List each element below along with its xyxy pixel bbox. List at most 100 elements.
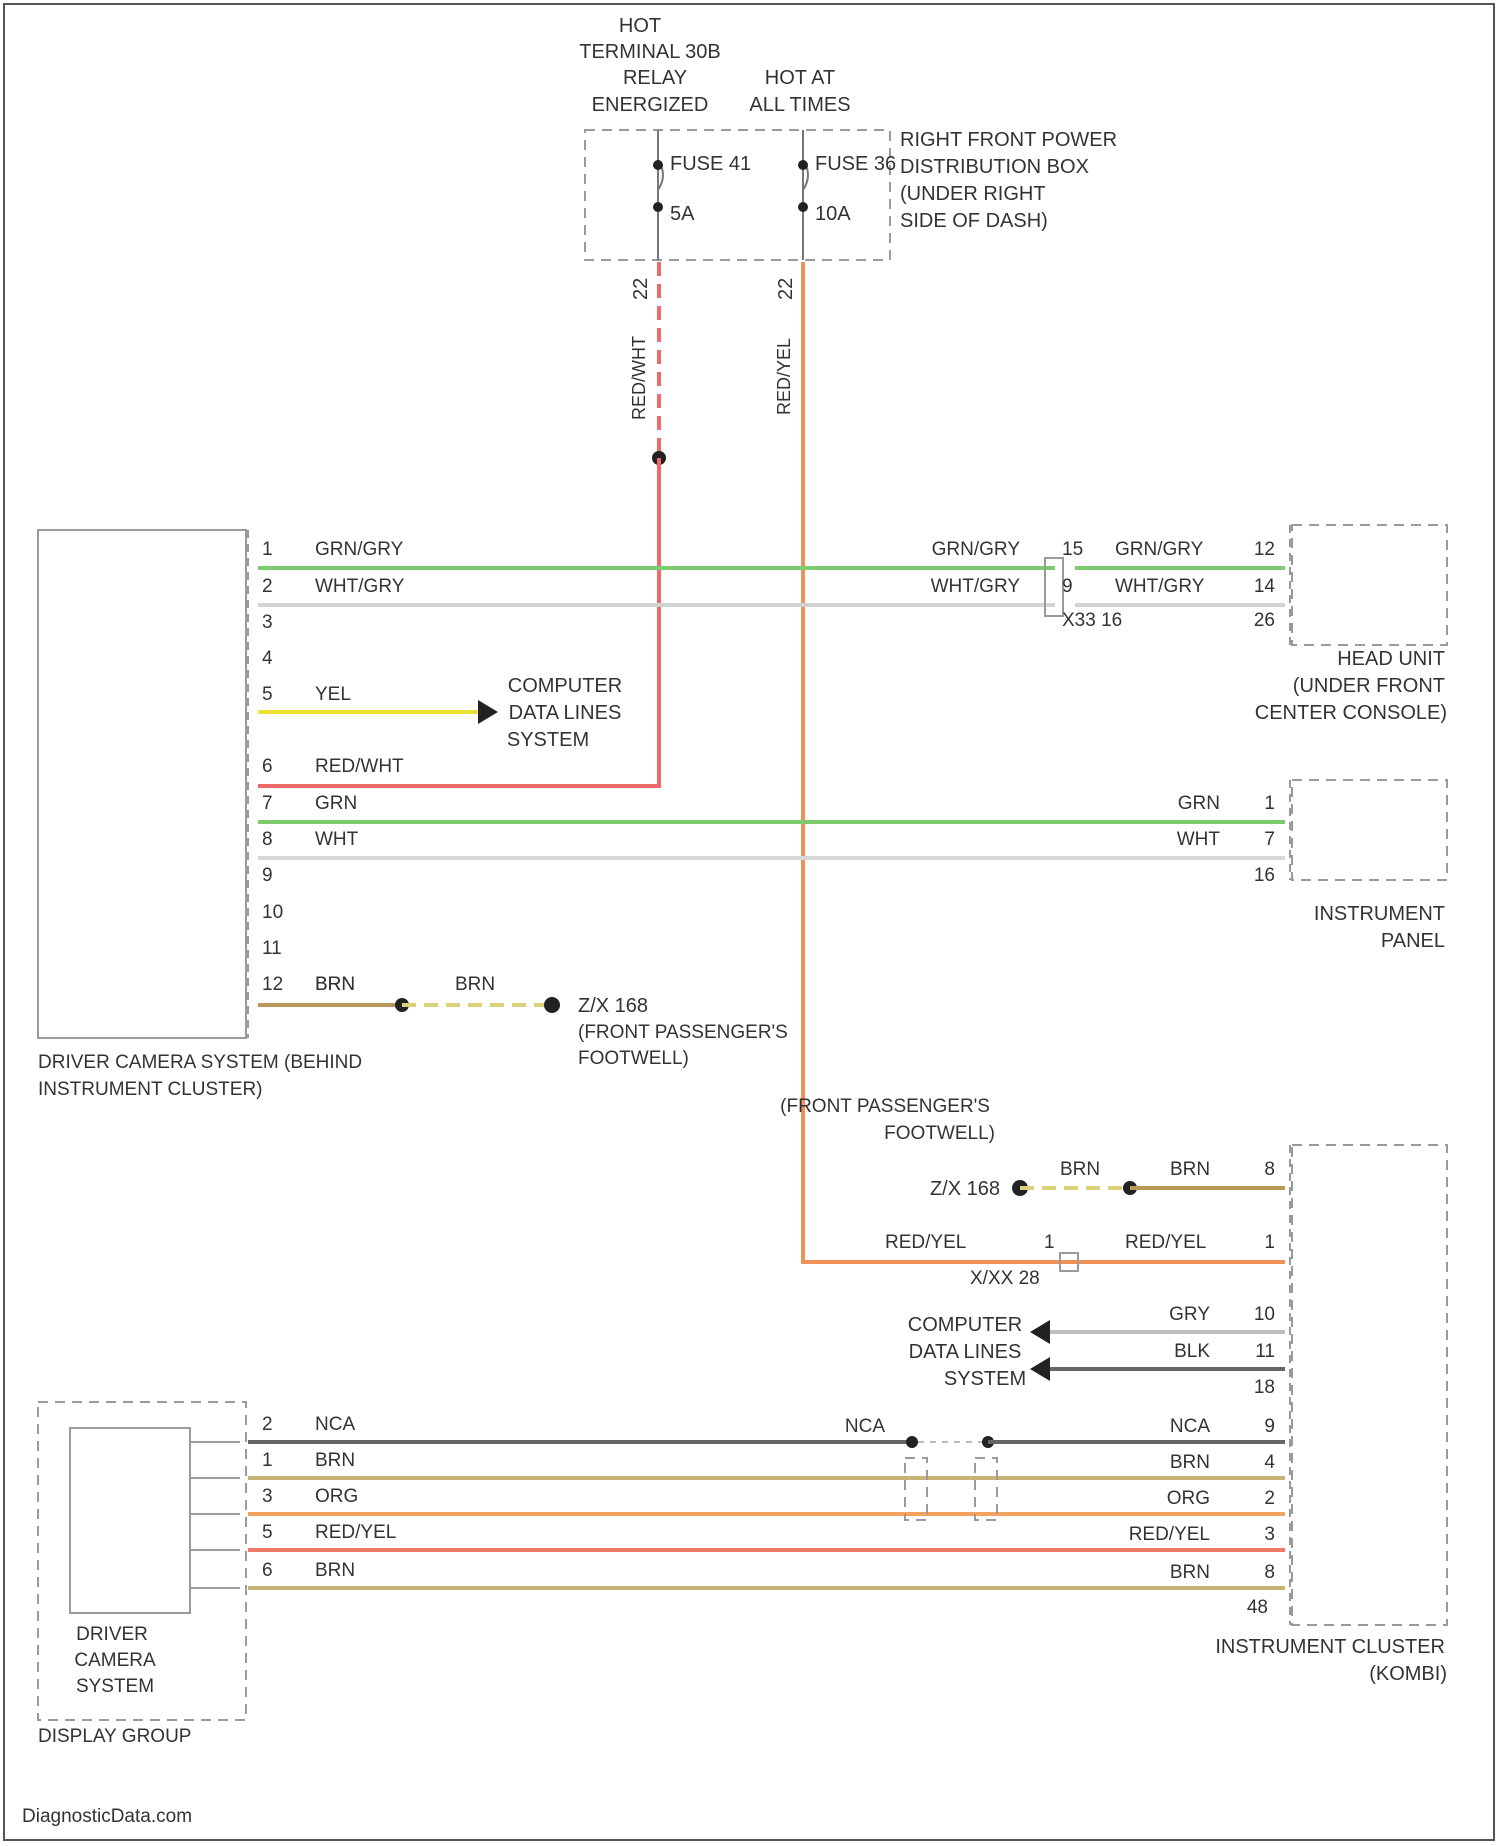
display-inner-label-2: CAMERA [74, 1650, 156, 1671]
dg-left-wire-3: ORG [315, 1486, 358, 1507]
hot-relay-label-3: RELAY [623, 67, 687, 89]
fuse-41-pin: 22 [630, 278, 652, 300]
head-unit-inline-pin-2: 9 [1062, 576, 1073, 597]
head-unit-pin-14: 14 [1254, 576, 1276, 597]
dg-left-wire-4: RED/YEL [315, 1522, 396, 1543]
power-box-label-4: SIDE OF DASH) [900, 210, 1048, 232]
instrument-panel-box [1292, 780, 1447, 880]
driver-camera-box [38, 530, 246, 1038]
cluster-feed-inline-pin: 1 [1044, 1232, 1055, 1253]
dg-left-pin-3: 3 [262, 1486, 273, 1507]
fuse-41-rating: 5A [670, 203, 695, 225]
head-unit-pin-12: 12 [1254, 539, 1275, 560]
dg-right-wire-2: BRN [1170, 1452, 1210, 1473]
ground-1-location-2: FOOTWELL) [578, 1048, 689, 1069]
power-box-label-2: DISTRIBUTION BOX [900, 156, 1089, 178]
ground-2-location-1: (FRONT PASSENGER'S [780, 1096, 990, 1117]
camera-module-label-line-2: INSTRUMENT CLUSTER) [38, 1079, 263, 1100]
cluster-feed-connector: X/XX 28 [970, 1268, 1040, 1289]
camera-wire-7: GRN [315, 793, 357, 814]
display-inner-label-1: DRIVER [76, 1624, 148, 1645]
dg-right-pin-3: 2 [1264, 1488, 1275, 1509]
camera-pin-9: 9 [262, 865, 273, 886]
dg-right-pin-5: 8 [1264, 1562, 1275, 1583]
fuse-36-wire-label: RED/YEL [774, 338, 794, 415]
dg-right-wire-1: NCA [1170, 1416, 1210, 1437]
camera-wire-5: YEL [315, 684, 351, 705]
ground-2-wire-1: BRN [1060, 1159, 1100, 1180]
inline-connector-a [905, 1458, 927, 1520]
inline-connector-b [975, 1458, 997, 1520]
nca-dot-left [906, 1436, 918, 1448]
power-distribution-box [585, 130, 890, 260]
cluster-feed-wire-2: RED/YEL [1125, 1232, 1206, 1253]
dg-left-pin-2: 1 [262, 1450, 273, 1471]
instrument-panel-pin-16: 16 [1254, 865, 1275, 886]
camera-wire-6: RED/WHT [315, 756, 404, 777]
fuse-41: FUSE 41 5A [653, 130, 751, 260]
dg-right-pin-1: 9 [1264, 1416, 1275, 1437]
camera-wire-8: WHT [315, 829, 359, 850]
instrument-panel-wire-wht: WHT [1177, 829, 1221, 850]
camera-pin-6: 6 [262, 756, 273, 777]
fuse-36-name: FUSE 36 [815, 153, 896, 175]
wire-red-wht [258, 458, 659, 786]
ground-2-wire-2: BRN [1170, 1159, 1210, 1180]
instrument-cluster: RED/YEL 1 X/XX 28 RED/YEL 1 COMPUTER DAT… [885, 1145, 1447, 1685]
camera-pin-10: 10 [262, 902, 283, 923]
cluster-data-pin-18: 18 [1254, 1377, 1275, 1398]
yel-arrow [478, 700, 498, 724]
camera-module-label: DRIVER CAMERA SYSTEM (BEHINDINSTRUMENT C… [38, 1052, 362, 1100]
camera-pin-8: 8 [262, 829, 273, 850]
dg-right-pin-2: 4 [1264, 1452, 1275, 1473]
cluster-data-pin-11: 11 [1255, 1341, 1275, 1362]
instrument-panel-label-1: INSTRUMENT [1314, 903, 1445, 925]
camera-pin-11: 11 [262, 938, 282, 959]
hot-all-times-label-2: ALL TIMES [749, 94, 850, 116]
head-unit: GRN/GRY WHT/GRY 15 9 X33 16 GRN/GRY WHT/… [931, 525, 1447, 724]
dg-left-pin-1: 2 [262, 1414, 273, 1435]
hot-relay-label-2: TERMINAL 30B [579, 41, 721, 63]
fuse-36-rating: 10A [815, 203, 851, 225]
ground-point-1 [544, 997, 560, 1013]
cluster-label-2: (KOMBI) [1369, 1663, 1447, 1685]
cluster-feed-pin: 1 [1264, 1232, 1275, 1253]
display-inner-label-3: SYSTEM [76, 1676, 154, 1697]
ground-2-pin: 8 [1264, 1159, 1275, 1180]
dg-left-pin-5: 6 [262, 1560, 273, 1581]
head-unit-out-wire-2: WHT/GRY [1115, 576, 1205, 597]
dg-left-wire-1: NCA [315, 1414, 355, 1435]
cluster-label-1: INSTRUMENT CLUSTER [1215, 1636, 1445, 1658]
ground-1-label: Z/X 168 [578, 995, 648, 1017]
ground-2-label: Z/X 168 [930, 1178, 1000, 1200]
fuse-36: FUSE 36 10A [798, 130, 896, 260]
camera-wire-2: WHT/GRY [315, 576, 405, 597]
head-unit-inline-pin-1: 15 [1062, 539, 1083, 560]
ground-1-location-1: (FRONT PASSENGER'S [578, 1022, 788, 1043]
head-unit-label-2: (UNDER FRONT [1293, 675, 1445, 697]
display-group-label: DISPLAY GROUP [38, 1726, 191, 1747]
dg-end-pin: 48 [1247, 1597, 1268, 1618]
hot-relay-label-1: HOT [619, 15, 661, 37]
driver-camera-display-box [70, 1428, 190, 1613]
dg-mid-wire-1: NCA [845, 1416, 885, 1437]
head-unit-inline-wire-1: GRN/GRY [932, 539, 1021, 560]
ground-1-wire-1: BRN [315, 974, 355, 995]
dg-right-wire-4: RED/YEL [1129, 1524, 1210, 1545]
head-unit-inline-wire-2: WHT/GRY [931, 576, 1021, 597]
cluster-data-label-3: SYSTEM [944, 1368, 1026, 1390]
camera-pin-1: 1 [262, 539, 273, 560]
instrument-panel-pin-1: 1 [1264, 793, 1275, 814]
hot-all-times-label-1: HOT AT [765, 67, 835, 89]
head-unit-out-wire-1: GRN/GRY [1115, 539, 1204, 560]
ground-2-location-2: FOOTWELL) [884, 1123, 995, 1144]
camera-pin-12: 12 [262, 974, 283, 995]
display-pin-stubs [190, 1442, 240, 1588]
dg-left-wire-2: BRN [315, 1450, 355, 1471]
cluster-feed-wire-1: RED/YEL [885, 1232, 966, 1253]
cluster-data-pin-10: 10 [1254, 1304, 1275, 1325]
cluster-data-label-1: COMPUTER [908, 1314, 1022, 1336]
camera-pin-4: 4 [262, 648, 273, 669]
camera-pin-5: 5 [262, 684, 273, 705]
